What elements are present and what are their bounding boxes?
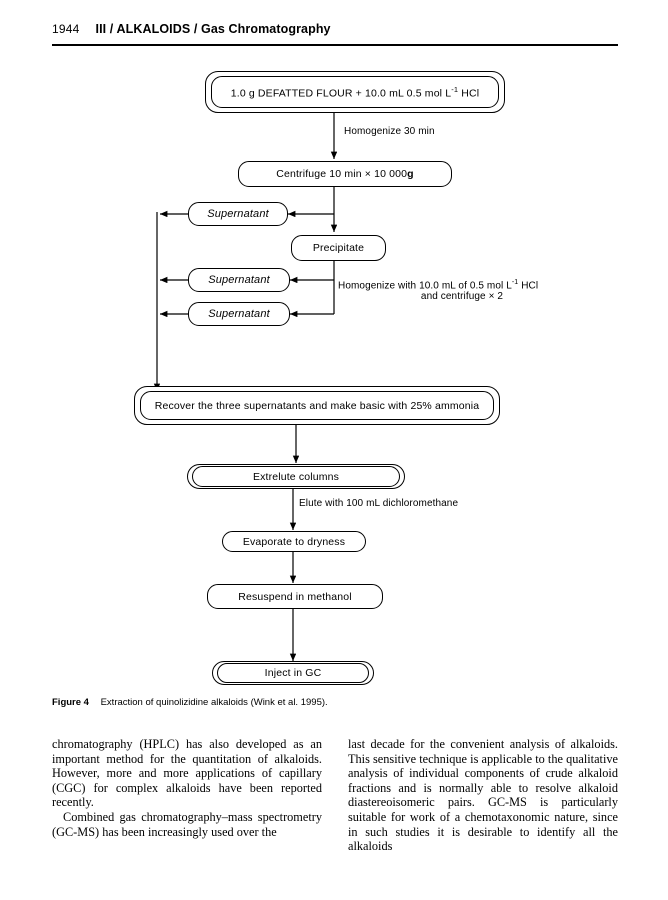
node-precipitate-label: Precipitate — [312, 242, 365, 254]
figure-caption-label: Figure 4 — [52, 697, 89, 708]
edge-label-homogenize-hcl: Homogenize with 10.0 mL of 0.5 mol L-1 H… — [338, 279, 618, 302]
node-supernatant-1-label: Supernatant — [207, 208, 269, 220]
paragraph: chromatography (HPLC) has also developed… — [52, 737, 322, 810]
edge-label-elute: Elute with 100 mL dichloromethane — [299, 498, 459, 509]
node-supernatant-3-label: Supernatant — [208, 308, 270, 320]
edge-label-homogenize-hcl-line2: and centrifuge × 2 — [420, 291, 504, 303]
section-title: III / ALKALOIDS / Gas Chromatography — [95, 22, 331, 36]
edge-label-homogenize-30min: Homogenize 30 min — [344, 126, 435, 137]
paragraph: Combined gas chromatography–mass spectro… — [52, 809, 322, 839]
node-extrelute: Extrelute columns — [192, 466, 400, 487]
running-head: 1944 III / ALKALOIDS / Gas Chromatograph… — [52, 22, 618, 36]
body-column-left: chromatography (HPLC) has also developed… — [52, 737, 322, 854]
body-column-right: last decade for the convenient analysis … — [348, 737, 618, 854]
flowchart-connectors — [153, 113, 338, 661]
page-number: 1944 — [52, 22, 80, 36]
node-evaporate-label: Evaporate to dryness — [242, 535, 346, 548]
node-evaporate: Evaporate to dryness — [222, 531, 366, 552]
paragraph: last decade for the convenient analysis … — [348, 737, 618, 854]
figure-caption-text: Extraction of quinolizidine alkaloids (W… — [100, 697, 328, 708]
edge-label-homogenize-hcl-line1: Homogenize with 10.0 mL of 0.5 mol L-1 H… — [338, 279, 539, 292]
node-resuspend-label: Resuspend in methanol — [238, 590, 352, 603]
body-columns: chromatography (HPLC) has also developed… — [52, 737, 618, 854]
node-resuspend: Resuspend in methanol — [207, 584, 383, 609]
node-supernatant-3: Supernatant — [188, 302, 290, 326]
node-supernatant-1: Supernatant — [188, 202, 288, 226]
node-extrelute-label: Extrelute columns — [252, 470, 339, 483]
node-start: 1.0 g DEFATTED FLOUR + 10.0 mL 0.5 mol L… — [211, 76, 499, 108]
figure-caption: Figure 4 Extraction of quinolizidine alk… — [52, 697, 618, 708]
node-centrifuge: Centrifuge 10 min × 10 000g — [238, 161, 452, 187]
node-inject-label: Inject in GC — [264, 667, 322, 679]
node-precipitate: Precipitate — [291, 235, 386, 261]
node-recover-label: Recover the three supernatants and make … — [154, 399, 480, 412]
flowchart: 1.0 g DEFATTED FLOUR + 10.0 mL 0.5 mol L… — [134, 71, 618, 685]
node-centrifuge-label: Centrifuge 10 min × 10 000g — [276, 168, 414, 180]
node-supernatant-2: Supernatant — [188, 268, 290, 292]
node-start-label: 1.0 g DEFATTED FLOUR + 10.0 mL 0.5 mol L… — [230, 84, 480, 100]
node-supernatant-2-label: Supernatant — [208, 274, 270, 286]
node-inject: Inject in GC — [217, 663, 369, 683]
node-recover: Recover the three supernatants and make … — [140, 391, 494, 420]
header-rule — [52, 44, 618, 46]
